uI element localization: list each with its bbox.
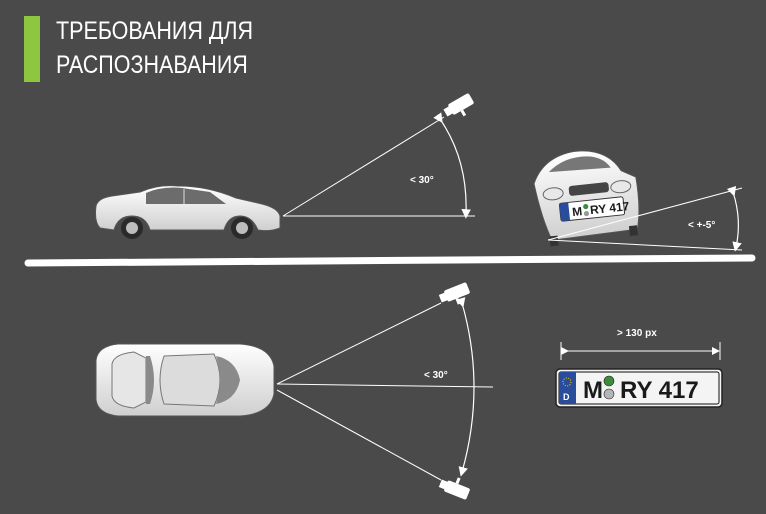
vertical-angle-label: < 30° [410,175,434,186]
side-view-car [95,185,281,239]
camera-icon-top [443,93,474,117]
plate-country-code: D [563,392,570,402]
tilt-angle-arc [726,185,742,252]
angle-arc-horizontal [456,297,475,477]
horizontal-view-center [276,383,494,388]
angle-arc-vertical [433,112,471,219]
tilt-line-lower [547,239,743,251]
license-plate: D M RY 417 [555,368,723,408]
plate-width-label: > 130 px [617,328,657,339]
horizontal-view-upper [276,302,442,385]
title-line-2: РАСПОЗНАВАНИЯ [56,51,248,79]
top-view-car [95,343,275,417]
title-accent-bar [24,16,40,82]
road-divider [24,254,756,267]
front-view-car [533,150,640,247]
view-line-upper [282,116,445,217]
front-car-plate: M RY 417 [558,196,630,222]
plate-city-code: M [583,377,603,404]
tilt-angle-label: < +-5° [688,220,715,231]
tilt-line-upper [547,187,743,241]
title-line-1: ТРЕБОВАНИЯ ДЛЯ [56,17,254,45]
front-plate-left: M [571,204,582,219]
page-title: ТРЕБОВАНИЯ ДЛЯ РАСПОЗНАВАНИЯ [56,14,253,82]
horizontal-angle-label: < 30° [424,370,448,381]
camera-icon-lower-bottom [438,477,470,500]
plate-number: RY 417 [620,377,699,404]
horizontal-view-lower [276,389,442,481]
front-plate-right: RY 417 [589,199,630,217]
camera-icon-upper-bottom [438,282,470,305]
